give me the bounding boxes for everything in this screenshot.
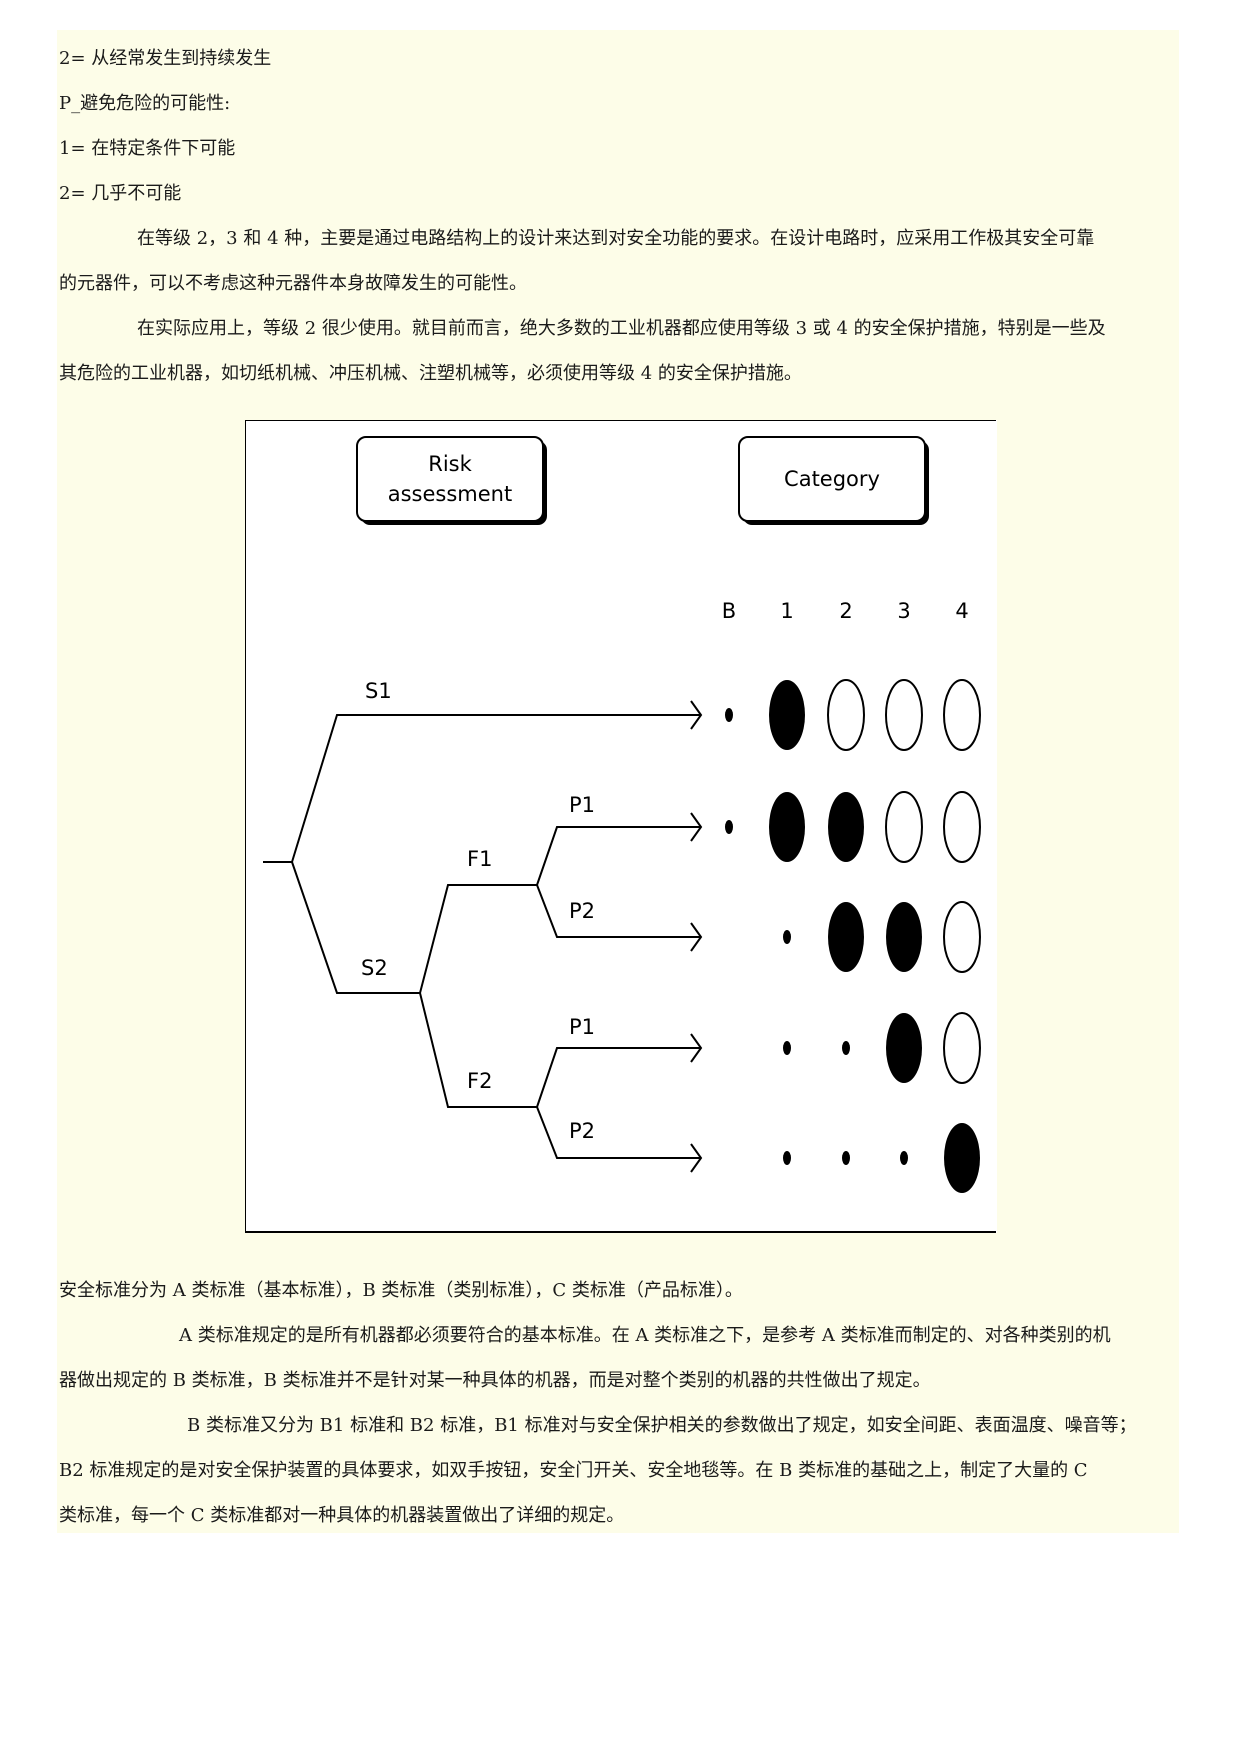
text-line: 安全标准分为 A 类标准（基本标准），B 类标准（类别标准），C 类标准（产品标… [59, 1280, 743, 1301]
category-filled-marker [828, 792, 864, 862]
arrow-head [690, 700, 703, 730]
label-p1-upper: P1 [569, 793, 595, 817]
category-headers: B 1 2 3 4 [722, 599, 969, 623]
category-filled-marker [886, 1013, 922, 1083]
label-p1-lower: P1 [569, 1015, 595, 1039]
branch-f2-p2 [536, 1106, 701, 1159]
paragraph-line: 器做出规定的 B 类标准，B 类标准并不是针对某一种具体的机器，而是对整个类别的… [59, 1370, 931, 1391]
risk-box-line1: Risk [428, 452, 472, 476]
category-open-marker [943, 1012, 981, 1084]
category-dot-marker [783, 930, 791, 944]
category-filled-marker [944, 1123, 980, 1193]
category-filled-marker [769, 680, 805, 750]
category-dot-marker [725, 820, 733, 834]
risk-assessment-box: Risk assessment [356, 436, 547, 525]
arrow-head [690, 1033, 703, 1063]
figure-frame [245, 420, 996, 1233]
risk-graph-figure: Risk assessment Category B 1 2 3 4 [245, 420, 997, 1233]
label-s2: S2 [361, 956, 388, 980]
category-header: 4 [955, 599, 968, 623]
paragraph-line: 的元器件，可以不考虑这种元器件本身故障发生的可能性。 [59, 273, 527, 294]
text-line: 2= 几乎不可能 [59, 183, 182, 204]
label-p2-lower: P2 [569, 1119, 595, 1143]
category-filled-marker [828, 902, 864, 972]
category-dot-marker [842, 1041, 850, 1055]
arrow-head [690, 1143, 703, 1173]
category-dot-marker [900, 1151, 908, 1165]
label-f1: F1 [467, 847, 492, 871]
branch-f2-p1 [536, 1047, 701, 1108]
category-markers [725, 679, 981, 1193]
arrow-head [690, 812, 703, 842]
paragraph-line: 其危险的工业机器，如切纸机械、冲压机械、注塑机械等，必须使用等级 4 的安全保护… [59, 363, 802, 384]
label-s1: S1 [365, 679, 392, 703]
paragraph-line: 类标准，每一个 C 类标准都对一种具体的机器装置做出了详细的规定。 [59, 1505, 625, 1526]
risk-graph-svg: Risk assessment Category B 1 2 3 4 [245, 420, 996, 1233]
paragraph-line: 在等级 2，3 和 4 种，主要是通过电路结构上的设计来达到对安全功能的要求。在… [137, 228, 1095, 249]
branch-s2 [291, 861, 420, 994]
branch-f1-p2 [536, 884, 701, 938]
paragraph-line: 在实际应用上，等级 2 很少使用。就目前而言，绝大多数的工业机器都应使用等级 3… [137, 318, 1106, 339]
category-box-label: Category [784, 467, 880, 491]
arrow-head [690, 922, 703, 952]
label-p2-upper: P2 [569, 899, 595, 923]
category-dot-marker [842, 1151, 850, 1165]
branch-f1 [419, 884, 537, 994]
paragraph-line: B 类标准又分为 B1 标准和 B2 标准，B1 标准对与安全保护相关的参数做出… [187, 1415, 1137, 1436]
paragraph-line: A 类标准规定的是所有机器都必须要符合的基本标准。在 A 类标准之下，是参考 A… [179, 1325, 1111, 1346]
category-filled-marker [769, 792, 805, 862]
branch-f2 [419, 992, 537, 1108]
branch-s1 [291, 714, 701, 863]
text-line: 2= 从经常发生到持续发生 [59, 48, 272, 69]
category-dot-marker [783, 1041, 791, 1055]
text-line: P_避免危险的可能性: [59, 93, 231, 114]
category-header: 2 [839, 599, 852, 623]
category-dot-marker [725, 708, 733, 722]
category-header: B [722, 599, 736, 623]
category-open-marker [827, 679, 865, 751]
text-line: 1= 在特定条件下可能 [59, 138, 236, 159]
decision-tree [263, 700, 703, 1173]
paragraph-line: B2 标准规定的是对安全保护装置的具体要求，如双手按钮，安全门开关、安全地毯等。… [59, 1460, 1088, 1481]
category-header: 1 [780, 599, 793, 623]
category-open-marker [943, 791, 981, 863]
branch-labels: S1 S2 F1 F2 P1 P2 P1 P2 [361, 679, 595, 1143]
category-open-marker [885, 791, 923, 863]
category-open-marker [943, 901, 981, 973]
category-open-marker [943, 679, 981, 751]
category-dot-marker [783, 1151, 791, 1165]
risk-box-line2: assessment [388, 482, 512, 506]
label-f2: F2 [467, 1069, 492, 1093]
category-box: Category [738, 436, 929, 525]
category-filled-marker [886, 902, 922, 972]
branch-f1-p1 [536, 826, 701, 886]
category-open-marker [885, 679, 923, 751]
category-header: 3 [897, 599, 910, 623]
